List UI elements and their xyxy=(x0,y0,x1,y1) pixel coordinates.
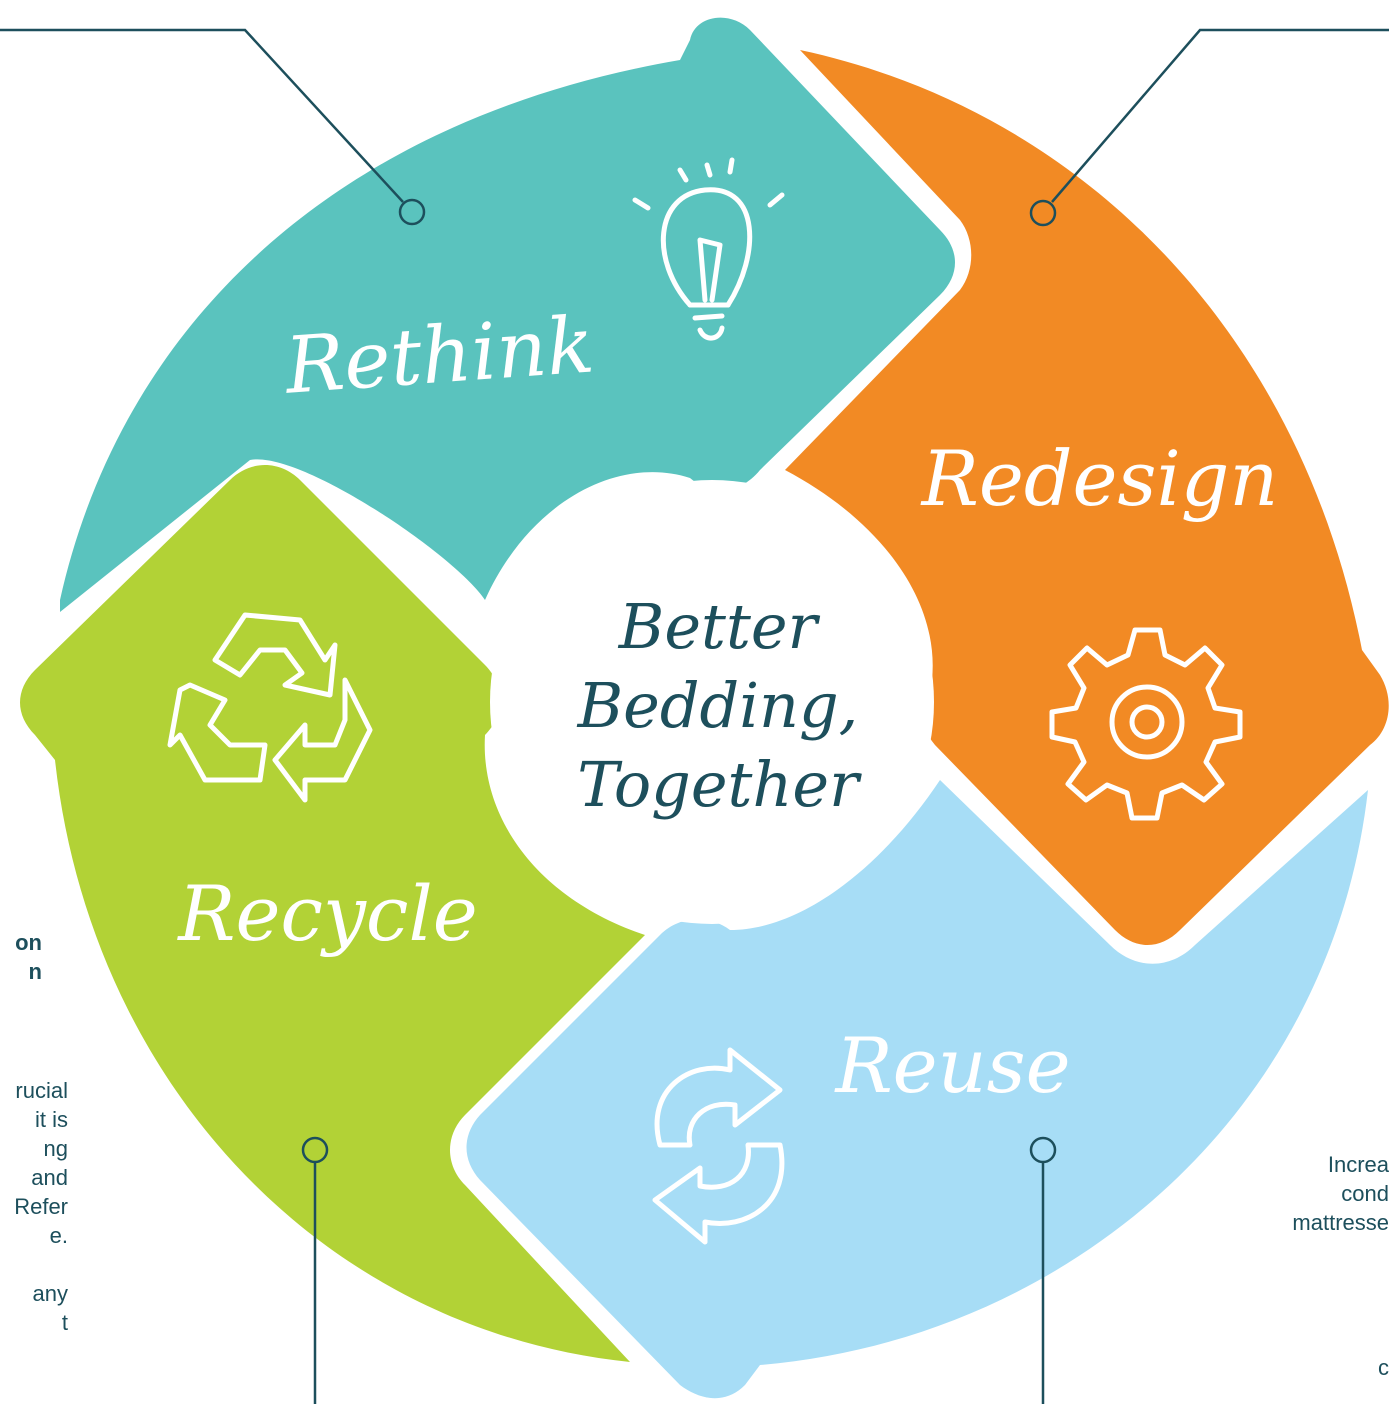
recycle-icon xyxy=(167,612,373,803)
connector-reuse xyxy=(1029,1136,1057,1404)
center-title-line-1: Better xyxy=(618,590,821,663)
connector-recycle xyxy=(301,1136,329,1404)
reuse-segment[interactable] xyxy=(466,780,1369,1399)
gear-icon xyxy=(1049,627,1243,821)
recycle-segment[interactable] xyxy=(20,465,645,1362)
lightbulb-icon xyxy=(632,157,785,341)
reuse-label: Reuse xyxy=(833,1021,1070,1110)
left-cropped-heading: on n xyxy=(15,930,42,984)
rethink-label: Rethink xyxy=(281,300,597,411)
left-cropped-body-text: rucial it is ng and Refer e. any t xyxy=(14,1078,68,1335)
center-title-line-2: Bedding, xyxy=(577,669,859,742)
redesign-label: Redesign xyxy=(920,434,1279,523)
center-title-line-3: Together xyxy=(577,748,862,821)
recycle-label: Recycle xyxy=(176,869,478,958)
right-cropped-body-text: Increa cond mattresse c xyxy=(1292,1152,1389,1380)
center-circle xyxy=(490,480,934,924)
connector-redesign xyxy=(1029,28,1389,227)
refresh-arrows-icon xyxy=(652,1047,785,1245)
connector-rethink xyxy=(0,28,426,226)
